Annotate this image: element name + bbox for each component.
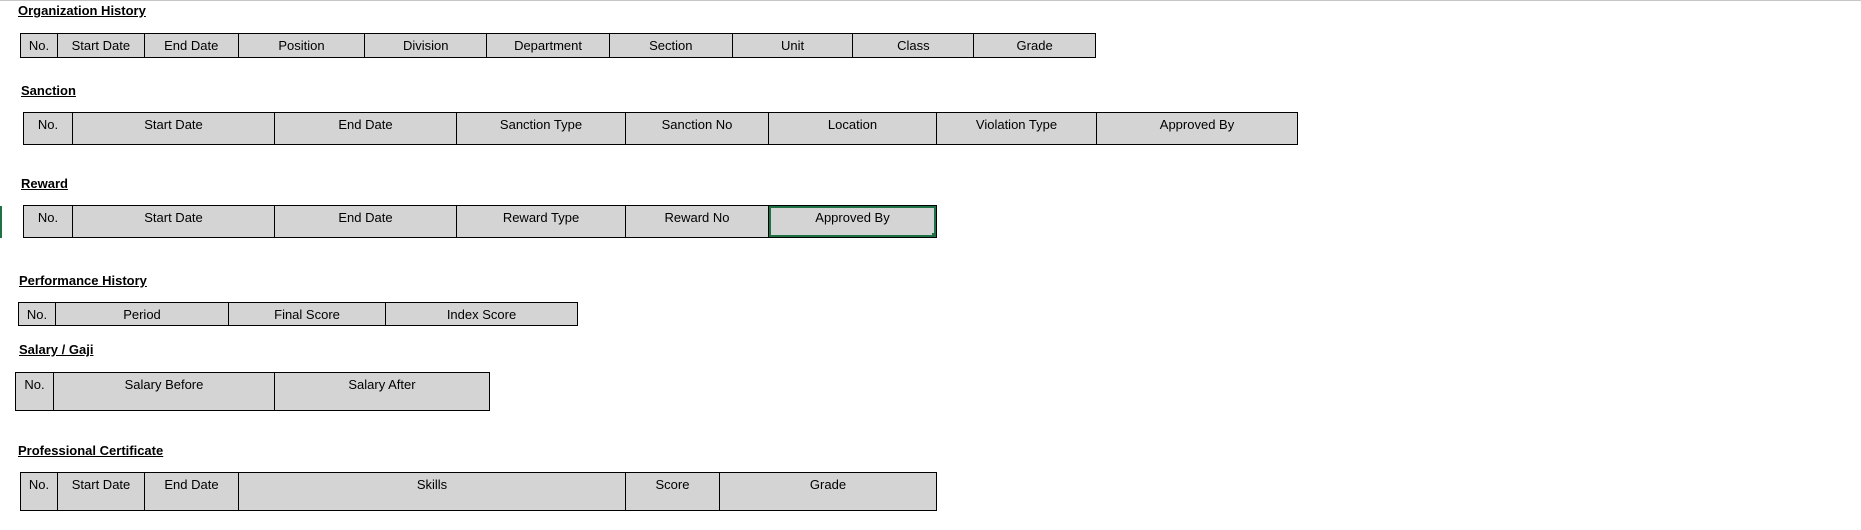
sanction-title: Sanction: [21, 83, 76, 98]
reward-header-no[interactable]: No.: [24, 206, 73, 237]
salary-header-row: No. Salary Before Salary After: [15, 372, 490, 411]
performance-history-header-row: No. Period Final Score Index Score: [18, 302, 578, 326]
salary-header-no[interactable]: No.: [16, 373, 54, 410]
reward-header-reward-type[interactable]: Reward Type: [457, 206, 626, 237]
org-header-position[interactable]: Position: [239, 34, 366, 57]
salary-header-salary-after[interactable]: Salary After: [348, 377, 416, 392]
performance-header-no[interactable]: No.: [19, 303, 56, 325]
salary-header-salary-before[interactable]: Salary Before: [54, 373, 275, 410]
org-header-end-date[interactable]: End Date: [145, 34, 239, 57]
certificate-header-end-date[interactable]: End Date: [145, 473, 239, 510]
row-selection-indicator: [0, 206, 2, 238]
sanction-header-end-date[interactable]: End Date: [275, 113, 457, 144]
professional-certificate-title: Professional Certificate: [18, 443, 164, 458]
org-header-grade[interactable]: Grade: [1016, 38, 1053, 53]
sanction-header-violation-type[interactable]: Violation Type: [937, 113, 1097, 144]
certificate-header-grade[interactable]: Grade: [809, 477, 847, 492]
reward-title: Reward: [21, 176, 68, 191]
performance-history-title: Performance History: [19, 273, 147, 288]
org-header-department[interactable]: Department: [487, 34, 610, 57]
sanction-header-sanction-type[interactable]: Sanction Type: [457, 113, 626, 144]
org-header-class[interactable]: Class: [853, 34, 975, 57]
sanction-header-sanction-no[interactable]: Sanction No: [626, 113, 769, 144]
reward-header-approved-by-selected-cell[interactable]: Approved By: [769, 206, 936, 237]
sanction-header-row: No. Start Date End Date Sanction Type Sa…: [23, 112, 1298, 145]
org-header-unit[interactable]: Unit: [733, 34, 854, 57]
sanction-header-no[interactable]: No.: [24, 113, 73, 144]
performance-header-index-score[interactable]: Index Score: [446, 307, 517, 322]
reward-header-row: No. Start Date End Date Reward Type Rewa…: [23, 205, 937, 238]
reward-header-end-date[interactable]: End Date: [275, 206, 457, 237]
salary-title: Salary / Gaji: [19, 342, 94, 357]
reward-header-start-date[interactable]: Start Date: [73, 206, 275, 237]
organization-history-title: Organization History: [18, 3, 146, 18]
certificate-header-skills[interactable]: Skills: [239, 473, 626, 510]
org-header-no[interactable]: No.: [21, 34, 58, 57]
organization-history-header-row: No. Start Date End Date Position Divisio…: [20, 33, 1096, 58]
sanction-header-start-date[interactable]: Start Date: [73, 113, 275, 144]
sanction-header-location[interactable]: Location: [769, 113, 937, 144]
certificate-header-score[interactable]: Score: [626, 473, 720, 510]
org-header-division[interactable]: Division: [365, 34, 488, 57]
professional-certificate-header-row: No. Start Date End Date Skills Score Gra…: [20, 472, 937, 511]
certificate-header-no[interactable]: No.: [21, 473, 58, 510]
org-header-section[interactable]: Section: [610, 34, 733, 57]
certificate-header-start-date[interactable]: Start Date: [58, 473, 145, 510]
performance-header-period[interactable]: Period: [56, 303, 229, 325]
org-header-start-date[interactable]: Start Date: [58, 34, 145, 57]
sanction-header-approved-by[interactable]: Approved By: [1159, 117, 1235, 132]
performance-header-final-score[interactable]: Final Score: [229, 303, 386, 325]
reward-header-reward-no[interactable]: Reward No: [626, 206, 769, 237]
